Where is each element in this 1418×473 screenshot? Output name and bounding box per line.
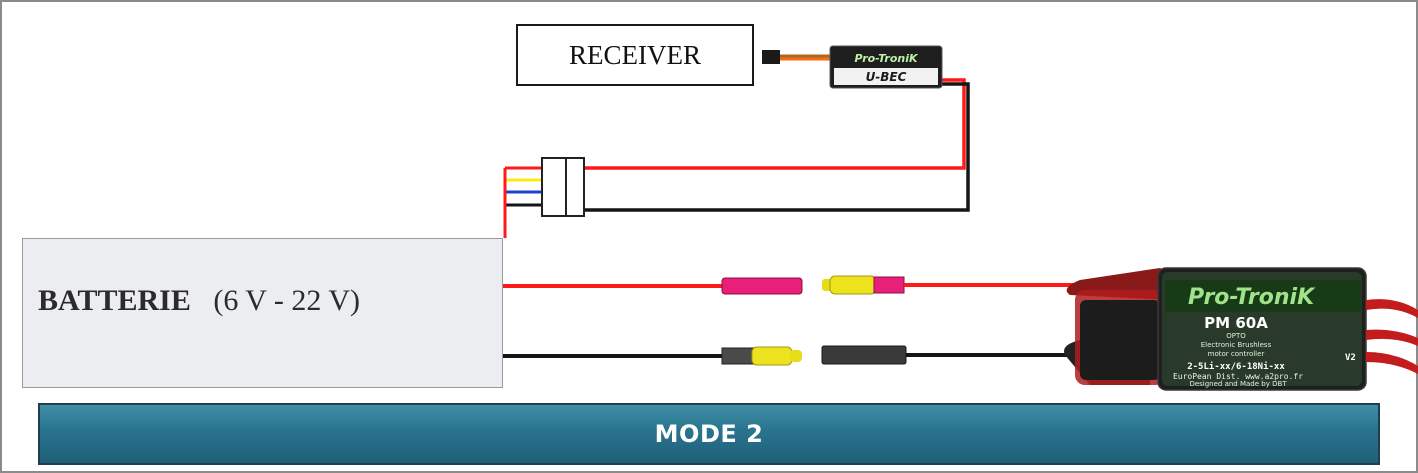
esc-cells-label: 2-5Li-xx/6-18Ni-xx (1187, 361, 1285, 372)
pink-connector-female (721, 277, 803, 295)
black-connector-female (821, 345, 907, 365)
esc-brand-label: Pro-TroniK (1188, 285, 1316, 310)
esc-description-label: Electronic Brushless (1201, 341, 1272, 349)
esc-model-label: PM 60A (1204, 314, 1268, 332)
ubec-module: Pro-TroniK U-BEC (829, 45, 943, 89)
esc-module: Pro-TroniK PM 60A OPTO Electronic Brushl… (1064, 267, 1418, 391)
ubec-black-wire (583, 82, 970, 212)
battery-label: BATTERIE (38, 284, 191, 317)
bullet-connector-black (721, 346, 802, 366)
servo-plug-icon (762, 50, 780, 64)
esc-opto-label: OPTO (1226, 332, 1246, 340)
esc-designed-label: Designed and Made by DBT (1189, 380, 1287, 388)
ubec-model-label: U-BEC (866, 70, 907, 84)
ubec-brand-label: Pro-TroniK (854, 52, 919, 65)
ubec-red-wire (583, 78, 966, 170)
mode-banner: MODE 2 (38, 403, 1380, 465)
ubec-signal-lead (762, 50, 830, 64)
esc-description-label-2: motor controller (1208, 350, 1265, 358)
battery-box (22, 238, 503, 388)
harness-connector (503, 157, 585, 238)
receiver-box: RECEIVER (516, 24, 754, 86)
esc-version-label: V2 (1345, 353, 1356, 363)
receiver-label: RECEIVER (569, 39, 701, 70)
bullet-connector-red (822, 275, 905, 295)
battery-label-group: BATTERIE (6 V - 22 V) (38, 284, 360, 318)
mode-label: MODE 2 (654, 420, 764, 448)
battery-voltage-range: (6 V - 22 V) (213, 284, 361, 317)
esc-distributor-label: EuroPean Dist. www.a2pro.fr (1173, 372, 1303, 381)
